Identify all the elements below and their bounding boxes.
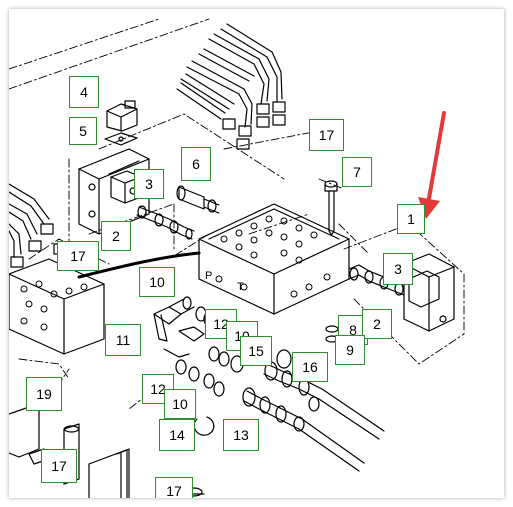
- clip-14: [193, 416, 215, 436]
- callout-14: 14: [159, 419, 195, 451]
- fitting-6: [176, 185, 220, 214]
- callout-19: 19: [26, 377, 62, 411]
- callout-2-left: 2: [101, 221, 131, 251]
- callout-9: 9: [335, 335, 365, 365]
- callout-17-bottom: 17: [155, 477, 193, 498]
- callout-17-bottom-left: 17: [41, 449, 77, 483]
- left-plate: [78, 148, 150, 235]
- callout-10-a: 10: [139, 267, 175, 297]
- hose-bundle-top: [176, 23, 286, 150]
- callout-11: 11: [105, 324, 141, 356]
- callout-2-right: 2: [362, 309, 392, 339]
- red-pointer-arrow: [418, 111, 446, 219]
- solenoid-coil-4: [106, 100, 138, 132]
- callout-4: 4: [69, 76, 99, 108]
- diagram-frame: P T: [9, 9, 504, 498]
- port-label-t: T: [237, 281, 244, 293]
- callout-6: 6: [181, 147, 211, 181]
- callout-1: 1: [397, 204, 425, 234]
- callout-13: 13: [223, 419, 259, 451]
- callout-16: 16: [292, 352, 328, 382]
- central-manifold: P T: [198, 203, 350, 315]
- right-plate: [403, 253, 455, 332]
- callout-10-c: 10: [164, 389, 196, 419]
- callout-17-top: 17: [309, 119, 344, 151]
- callout-3-right: 3: [383, 253, 413, 285]
- gasket-5: [104, 132, 138, 146]
- callout-7: 7: [342, 157, 372, 187]
- callout-15: 15: [240, 336, 272, 366]
- port-label-p: P: [205, 270, 212, 282]
- bolt-7: [324, 180, 338, 236]
- left-lower-plate: [9, 258, 105, 355]
- callout-5: 5: [69, 117, 97, 145]
- callout-3-left: 3: [134, 169, 164, 199]
- hose-bundle-bottom: [242, 349, 385, 472]
- callout-17-left: 17: [57, 241, 99, 271]
- black-cable: [77, 251, 201, 279]
